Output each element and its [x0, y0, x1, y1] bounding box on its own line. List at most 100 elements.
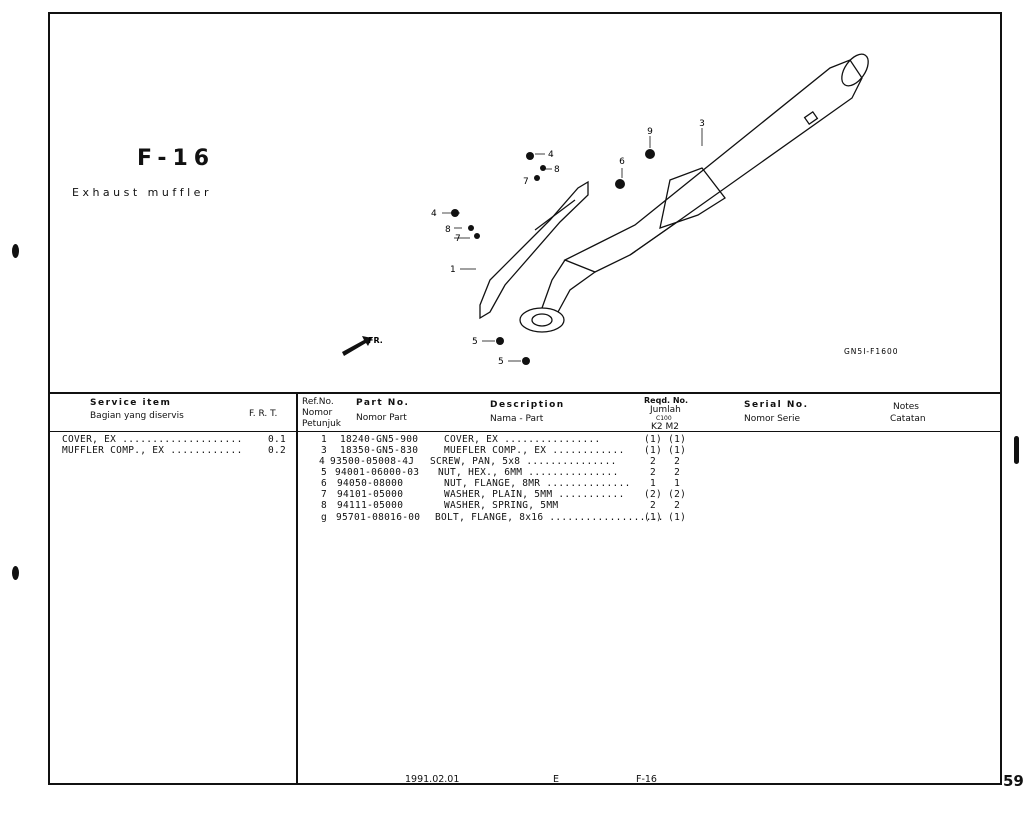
nut-6	[615, 179, 625, 189]
part-qty: 1 1	[650, 478, 681, 489]
muffler-end-cap	[841, 53, 869, 87]
front-direction-label: FR.	[368, 336, 383, 345]
washer-7-left	[474, 233, 480, 239]
table-column-divider	[296, 392, 298, 785]
drawing-code: GN5I-F1600	[844, 347, 899, 356]
service-item-name: COVER, EX	[62, 434, 117, 445]
callout-5-b: 5	[498, 357, 504, 367]
part-ref: 4	[319, 456, 326, 467]
part-ref: 3	[321, 445, 328, 456]
callout-3: 3	[699, 119, 705, 129]
callout-8-left: 8	[445, 225, 451, 235]
screw-4-top	[526, 152, 534, 160]
part-number: 94050-08000	[337, 478, 404, 489]
header-reqd-no: Reqd. No.	[644, 396, 689, 405]
exhaust-pipe	[541, 259, 596, 313]
table-header-rule	[48, 431, 1002, 432]
table-top-rule	[48, 392, 1002, 394]
header-notes: Notes	[893, 402, 919, 412]
callout-8-top: 8	[554, 165, 560, 175]
header-description-id: Nama - Part	[490, 414, 544, 424]
footer-date: 1991.02.01	[405, 774, 460, 785]
page-number: 59	[1003, 772, 1024, 790]
figure-subtitle: Exhaust muffler	[72, 186, 212, 199]
binder-hole	[1014, 436, 1019, 464]
part-ref: 1	[321, 434, 328, 445]
list-item: COVER, EX ....................	[62, 434, 243, 445]
figure-title: F-16	[137, 146, 216, 171]
binder-hole	[12, 244, 19, 258]
footer-code: F-16	[636, 774, 657, 785]
service-item-frt: 0.1	[268, 434, 287, 445]
part-qty: (1) (1)	[644, 445, 687, 456]
part-description: WASHER, SPRING, 5MM	[444, 500, 559, 511]
callout-7-top: 7	[523, 177, 529, 187]
part-qty: (1) (1)	[644, 512, 687, 523]
exhaust-cover	[479, 180, 589, 320]
callout-5-a: 5	[472, 337, 478, 347]
service-item-name: MUFFLER COMP., EX	[62, 445, 165, 456]
header-frt: F. R. T.	[249, 409, 278, 419]
washer-8-top	[540, 165, 546, 171]
part-number: 94111-05000	[337, 500, 404, 511]
front-arrow-icon	[342, 336, 372, 356]
header-service-item: Service item	[90, 398, 172, 408]
part-description: BOLT, FLANGE, 8x16 ...................	[435, 512, 664, 523]
header-part-no-id: Nomor Part	[356, 413, 407, 423]
header-types: K2 M2	[651, 422, 679, 432]
part-description: COVER, EX ................	[444, 434, 601, 445]
muffler-bracket	[659, 167, 726, 229]
header-service-item-id: Bagian yang diservis	[90, 411, 184, 421]
footer-letter: E	[553, 774, 560, 785]
header-part-no: Part No.	[356, 398, 410, 408]
header-ref-no-id-1: Nomor	[302, 408, 333, 418]
part-number: 93500-05008-4J	[330, 456, 415, 467]
callout-6: 6	[619, 157, 625, 167]
callout-9: 9	[647, 127, 653, 137]
header-jumlah: Jumlah	[650, 405, 681, 415]
part-qty: (2) (2)	[644, 489, 687, 500]
part-qty: 2 2	[650, 456, 681, 467]
part-qty: 2 2	[650, 500, 681, 511]
muffler-body	[563, 59, 863, 273]
page-frame	[48, 12, 1002, 785]
part-number: 94001-06000-03	[335, 467, 420, 478]
bolt-9	[645, 149, 655, 159]
part-ref: 8	[321, 500, 328, 511]
part-number: 18240-GN5-900	[340, 434, 419, 445]
service-item-frt: 0.2	[268, 445, 287, 456]
part-description: NUT, HEX., 6MM ...............	[438, 467, 619, 478]
part-number: 94101-05000	[337, 489, 404, 500]
part-qty: 2 2	[650, 467, 681, 478]
washer-7-top	[534, 175, 540, 181]
callout-4-left: 4	[431, 209, 437, 219]
part-ref: 6	[321, 478, 328, 489]
list-item: MUFFLER COMP., EX ............	[62, 445, 243, 456]
part-ref: 5	[321, 467, 328, 478]
nut-5-a	[496, 337, 504, 345]
callout-1: 1	[450, 265, 456, 275]
header-serial-no: Serial No.	[744, 400, 809, 410]
header-serial-no-id: Nomor Serie	[744, 414, 801, 424]
header-notes-id: Catatan	[890, 414, 926, 424]
callout-7-left: 7	[455, 234, 461, 244]
part-description: WASHER, PLAIN, 5MM ...........	[444, 489, 625, 500]
washer-8-left	[468, 225, 474, 231]
part-description: SCREW, PAN, 5x8 ...............	[430, 456, 617, 467]
header-ref-no-id-2: Petunjuk	[302, 419, 341, 429]
header-ref-no: Ref.No.	[302, 397, 334, 407]
binder-hole	[12, 566, 19, 580]
nut-5-b	[522, 357, 530, 365]
part-number: 18350-GN5-830	[340, 445, 419, 456]
part-description: NUT, FLANGE, 8MR ..............	[444, 478, 631, 489]
part-ref: g	[321, 512, 328, 523]
part-qty: (1) (1)	[644, 434, 687, 445]
exploded-diagram: FR. 9 3 6 4 8 7 4 8 7 1 5 5 GN5I-F1600	[342, 53, 899, 367]
callout-4-top: 4	[548, 150, 554, 160]
header-description: Description	[490, 400, 565, 410]
part-number: 95701-08016-00	[336, 512, 421, 523]
exhaust-flange	[519, 307, 565, 333]
part-description: MUEFLER COMP., EX ............	[444, 445, 625, 456]
part-ref: 7	[321, 489, 328, 500]
header-model: C100	[656, 415, 672, 422]
